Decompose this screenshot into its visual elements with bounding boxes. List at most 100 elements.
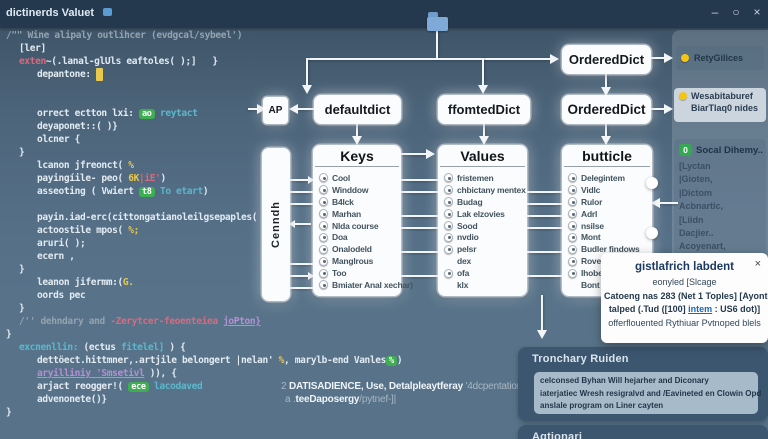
popup-title: gistlafrich labdent	[634, 261, 735, 273]
node-ordereddict-1: OrderedDict	[562, 45, 651, 74]
sidebar-entry[interactable]: [Lyctan	[679, 161, 711, 171]
list-item-label: Rove	[581, 256, 601, 267]
list-item-label: fristemen	[457, 172, 494, 183]
bullet-icon	[319, 221, 328, 230]
list-item-label: nsilse	[581, 220, 604, 231]
close-button[interactable]: ×	[753, 5, 761, 19]
code-line: asseoting ( Vwiert t8 To etart)	[0, 185, 540, 198]
bullet-icon	[319, 244, 328, 254]
code-token: t8	[139, 187, 155, 197]
panel-card-line: iaterjatiec Wresh resigralvd and /Eavine…	[540, 388, 762, 398]
code-line: /'' dehndary and -Zerytcer-feoenteiea jo…	[0, 315, 540, 328]
count-badge: 0	[679, 144, 692, 156]
popup-close-button[interactable]: ×	[754, 258, 761, 270]
code-token: leanon jifermm:(	[37, 277, 123, 288]
bullet-icon	[568, 244, 577, 254]
window-title: dictinerds Valuet	[6, 7, 95, 19]
arrowhead	[308, 176, 314, 184]
sidebar-item-row: 0 Socal Dihemy..	[679, 144, 763, 156]
code-line: }	[0, 263, 540, 276]
popup-line: talped (.Tud ([100] intem : US6 dot)]	[604, 303, 765, 317]
code-token: }	[6, 329, 12, 340]
code-token: joPton}	[223, 316, 261, 327]
list-item: Cool	[319, 172, 401, 184]
connector-line	[400, 251, 447, 253]
list-item: Delegintem	[568, 172, 652, 184]
code-token: To etart	[159, 186, 203, 197]
sidebar-entry[interactable]: |Gioten,	[679, 174, 713, 185]
list-item: pelsr	[444, 243, 527, 255]
minimize-button[interactable]: –	[711, 5, 719, 19]
code-token: (ectus	[78, 342, 122, 353]
column-values-title: Values	[440, 145, 525, 167]
list-item: B4lck	[319, 196, 401, 208]
window-controls: – ○ ×	[708, 5, 764, 19]
connector-line	[526, 251, 566, 253]
sidebar-entry[interactable]: |Dictom	[679, 187, 713, 198]
connector-line	[289, 275, 314, 277]
list-item: Adrl	[568, 208, 652, 220]
code-token: payin.iad-erc(cittongatianoleilgsepaples…	[37, 212, 263, 223]
sidebar-entry[interactable]: Acbnartic,	[679, 201, 724, 212]
connector-line	[658, 202, 678, 204]
list-item: Nlda course	[319, 220, 401, 232]
arrowhead	[308, 272, 314, 280]
code-token	[96, 68, 104, 81]
code-token: ) {	[164, 342, 186, 353]
inline-link[interactable]: intem	[688, 304, 713, 314]
connector-line	[483, 124, 485, 137]
sidebar-item-label: Socal Dihemy..	[696, 144, 763, 156]
list-item: Budag	[444, 196, 527, 208]
caption-prefix: a .	[285, 394, 296, 405]
list-item: Mont	[568, 231, 652, 243]
sidebar-item-2[interactable]: Wesabitaburef BiarTlaq0 nides	[674, 88, 766, 122]
maximize-button[interactable]: ○	[732, 5, 740, 19]
bullet-icon	[319, 232, 328, 242]
list-item-label: pelsr	[457, 244, 477, 255]
sidebar-item-1[interactable]: RetyGilices	[676, 46, 764, 70]
list-item: fristemen	[444, 172, 527, 184]
code-token: aruri( );	[37, 238, 86, 249]
code-line: payingíile- peo( 6K|iE')	[0, 172, 540, 185]
bullet-icon	[568, 185, 577, 195]
bullet-icon	[319, 209, 328, 219]
bullet-icon	[444, 268, 453, 278]
code-token: payingíile- peo(	[37, 173, 129, 184]
code-token: dettöect.hittmner,.artjile belongert |ne…	[37, 355, 279, 366]
code-line: }	[0, 328, 540, 341]
sidebar-entry[interactable]: Acoyenart,	[679, 241, 726, 252]
bullet-icon	[568, 173, 577, 183]
code-token: )	[396, 355, 403, 366]
list-item-label: Mont	[581, 232, 601, 243]
code-line: [ler]	[0, 42, 540, 55]
list-item-label: Rulor	[581, 196, 603, 207]
list-item-label: Bont	[581, 279, 600, 290]
connector-line	[482, 58, 484, 86]
connector-line	[401, 153, 428, 155]
sidebar-entry[interactable]: Dacjier..	[679, 228, 714, 239]
panel-card-line: anslale program on Liner cayten	[540, 401, 664, 410]
yellow-dot-icon	[679, 92, 687, 100]
code-token: ao	[139, 109, 155, 119]
list-item-label: Onalodeld	[332, 244, 372, 255]
arrowhead	[289, 220, 295, 228]
arrowhead	[479, 136, 489, 145]
code-token: actoostile mpos(	[37, 225, 129, 236]
arrowhead	[302, 85, 312, 94]
caption-suffix: '4dcpentation	[465, 381, 523, 392]
sidebar-item-row: Wesabitaburef	[679, 91, 761, 101]
code-token: asseoting ( Vwiert	[37, 186, 140, 197]
sidebar-entry[interactable]: [Liidn	[679, 214, 704, 225]
connector-line	[306, 58, 308, 86]
list-item-label: Lak elzovies	[457, 208, 505, 219]
code-line: arjact reogger!( ece lacodaved	[0, 380, 540, 393]
bullet-icon	[319, 268, 328, 278]
bullet-icon	[444, 244, 453, 254]
list-item: Lak elzovies	[444, 208, 527, 220]
list-item-label: Budag	[457, 196, 483, 207]
code-line: exten~(.lanal-glUls eaftoles( );] }	[0, 55, 540, 68]
code-line: dettöect.hittmner,.artjile belongert |ne…	[0, 354, 540, 367]
